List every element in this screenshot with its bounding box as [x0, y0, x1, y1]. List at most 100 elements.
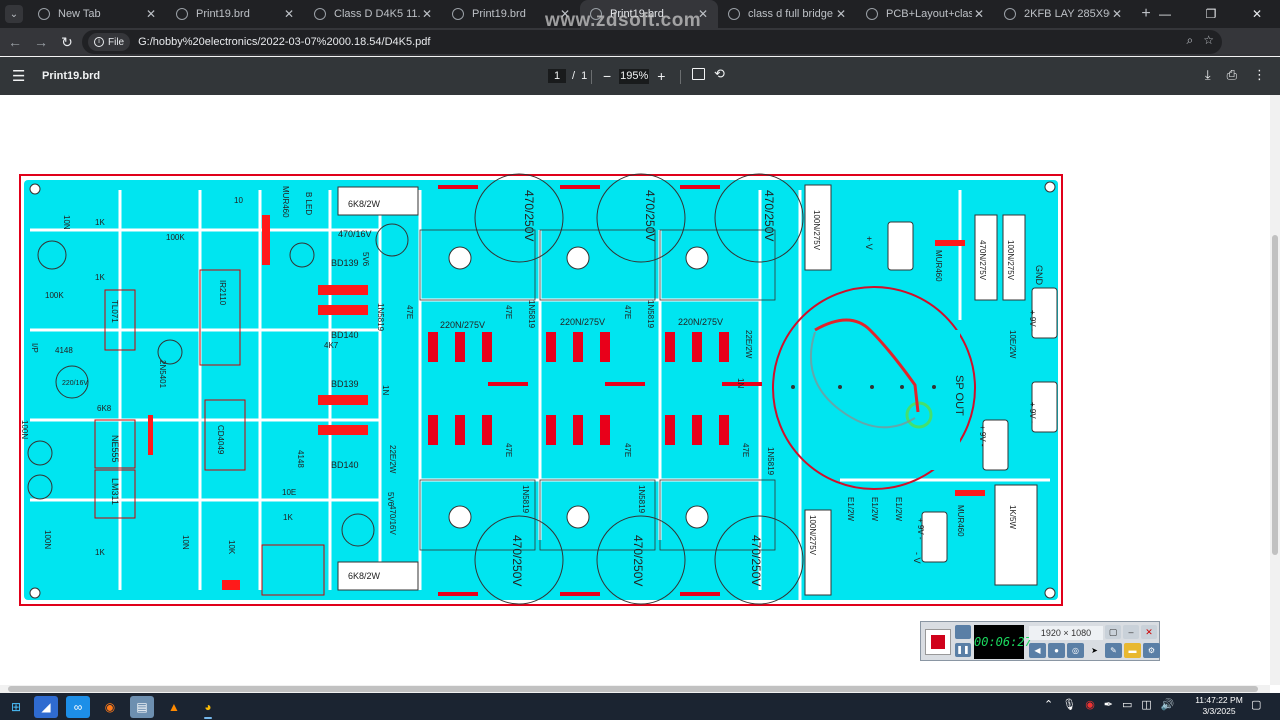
tab-search-button[interactable]: ⌄ — [0, 0, 28, 28]
stop-icon — [931, 635, 945, 649]
taskbar-clock[interactable]: 11:47:22 PM 3/3/2025 — [1194, 695, 1244, 717]
fit-page-icon[interactable] — [692, 68, 705, 80]
pcb-label: 6K8/2W — [348, 571, 381, 581]
pen-icon[interactable]: ✒ — [1103, 699, 1114, 711]
vlc-icon[interactable]: ▲ — [168, 700, 180, 714]
pcb-label: 470/250V — [749, 535, 763, 586]
recording-timer: 00:06:27 — [974, 625, 1032, 659]
tab-new-tab[interactable]: New Tab✕ — [28, 0, 166, 28]
print-icon[interactable]: ⎙ — [1226, 67, 1237, 82]
download-icon[interactable]: ⤓ — [1204, 67, 1211, 82]
close-icon[interactable]: ✕ — [559, 7, 571, 21]
tab-pcb-layout[interactable]: PCB+Layout+class-d+full✕ — [856, 0, 994, 28]
horizontal-scrollbar[interactable] — [0, 685, 1270, 693]
pcb-label: 100N/275V — [808, 515, 817, 556]
more-vert-icon[interactable]: ⋮ — [1253, 67, 1266, 82]
zoom-input[interactable]: 195% — [619, 68, 650, 84]
tab-print19-1[interactable]: Print19.brd✕ — [166, 0, 304, 28]
volume-icon[interactable]: 🔊 — [1160, 699, 1175, 711]
close-icon[interactable]: ✕ — [1111, 7, 1123, 21]
close-icon[interactable]: ✕ — [145, 7, 157, 21]
close-icon[interactable]: ✕ — [697, 7, 709, 21]
gear-icon[interactable]: ⚙ — [1143, 643, 1160, 658]
notification-icon[interactable]: ▢ — [1251, 699, 1262, 711]
pcb-label: LM311 — [110, 478, 120, 505]
pcb-label: 220/16V — [62, 380, 88, 387]
zoom-out-button[interactable]: − — [603, 68, 612, 84]
window-icon[interactable]: ▢ — [1105, 625, 1121, 639]
app-icon-blue[interactable]: ◢ — [34, 696, 58, 718]
vertical-scrollbar[interactable] — [1270, 95, 1280, 685]
pdf-document-area[interactable]: 470/250V 470/250V 470/250V 470/250V 470/… — [0, 95, 1270, 685]
page-number-input[interactable]: 1 — [548, 69, 566, 83]
pcb-label: BD139 — [331, 379, 359, 389]
windows-start-icon[interactable]: ⊞ — [10, 700, 22, 714]
url-text[interactable]: G:/hobby%20electronics/2022-03-07%2000.1… — [138, 36, 431, 48]
pause-icon[interactable]: ❚❚ — [955, 643, 971, 657]
page-selector: 1 / 1 — [548, 69, 587, 83]
pcb-label: 10E — [282, 488, 296, 497]
pdf-toolbar: ☰ Print19.brd 1 / 1 − 195% + ⟲ ⤓ ⎙ ⋮ — [0, 57, 1280, 95]
pcb-label: E1/2W — [870, 497, 879, 521]
tab-print19-2[interactable]: Print19.brd✕ — [442, 0, 580, 28]
record-icon[interactable]: ◉ — [1085, 699, 1095, 711]
star-icon[interactable]: ☆ — [1203, 33, 1214, 47]
folder-icon[interactable]: ▬ — [1124, 643, 1141, 658]
tab-2kfb-pdf[interactable]: 2KFB LAY 285X90 h2.pdf✕ — [994, 0, 1132, 28]
mounting-holes — [29, 181, 1056, 599]
scrollbar-thumb[interactable] — [8, 686, 1258, 692]
zoom-in-button[interactable]: + — [657, 68, 666, 84]
app-icon-orange-circle[interactable]: ◉ — [104, 700, 116, 714]
chevron-up-icon[interactable]: ⌃ — [1044, 699, 1054, 711]
close-icon[interactable]: ✕ — [1141, 625, 1157, 639]
minimize-icon[interactable]: — — [1159, 7, 1171, 21]
reload-button[interactable]: ↻ — [54, 29, 80, 55]
back-button[interactable]: ← — [2, 29, 28, 55]
forward-button[interactable]: → — [28, 29, 54, 55]
tab-class-d-schema[interactable]: class d full bridge schema✕ — [718, 0, 856, 28]
pcb-label: + 9V - — [1028, 402, 1037, 424]
pdf-title: Print19.brd — [42, 70, 101, 82]
menu-icon[interactable]: ☰ — [12, 68, 26, 85]
cursor-icon[interactable]: ➤ — [1086, 643, 1103, 658]
pen-icon[interactable]: ✎ — [1105, 643, 1122, 658]
battery-icon[interactable]: ▭ — [1122, 699, 1133, 711]
record-stop-button[interactable] — [925, 629, 951, 655]
toolbar-divider — [591, 70, 592, 84]
pcb-label: I/P — [30, 343, 39, 353]
scrollbar-thumb[interactable] — [1272, 235, 1278, 555]
rotate-icon[interactable]: ⟲ — [714, 66, 725, 81]
minimize-icon[interactable]: – — [1123, 625, 1139, 639]
globe-icon — [314, 8, 326, 20]
new-tab-button[interactable]: + — [1141, 5, 1151, 22]
chrome-icon[interactable]: ◕ — [196, 696, 220, 719]
close-window-icon[interactable]: ✕ — [1251, 7, 1263, 21]
app-icon-window[interactable]: ▤ — [130, 696, 154, 718]
globe-icon — [176, 8, 188, 20]
microphone-icon[interactable]: ● — [1048, 643, 1065, 658]
tab-class-d-sch[interactable]: Class D D4K5 11.sch✕ — [304, 0, 442, 28]
network-icon[interactable]: ◫ — [1141, 699, 1152, 711]
webcam-icon[interactable]: ◎ — [1067, 643, 1084, 658]
pcb-label: 1K — [95, 548, 105, 557]
tab-print19-active[interactable]: Print19.brd✕ — [580, 0, 718, 28]
close-icon[interactable]: ✕ — [835, 7, 847, 21]
heatsink-outlines — [419, 229, 776, 551]
site-info-label: File — [108, 36, 125, 48]
restore-icon[interactable]: ❐ — [1205, 7, 1217, 21]
speaker-icon[interactable]: ◀ — [1029, 643, 1046, 658]
close-icon[interactable]: ✕ — [973, 7, 985, 21]
silkscreen-labels: 470/250V 470/250V 470/250V 470/250V 470/… — [20, 186, 1044, 586]
app-icon-link[interactable]: ∞ — [66, 696, 90, 718]
pcb-label: 1N5819 — [646, 300, 655, 329]
zoom-icon[interactable]: ⌕ — [1186, 33, 1194, 47]
close-icon[interactable]: ✕ — [421, 7, 433, 21]
pcb-label: 47E — [405, 305, 414, 319]
close-icon[interactable]: ✕ — [283, 7, 295, 21]
microphone-icon[interactable]: 🎙 — [1062, 699, 1077, 711]
pcb-label: 2N5401 — [158, 360, 167, 389]
camera-icon[interactable] — [955, 625, 971, 639]
drive-icon — [1004, 8, 1016, 20]
